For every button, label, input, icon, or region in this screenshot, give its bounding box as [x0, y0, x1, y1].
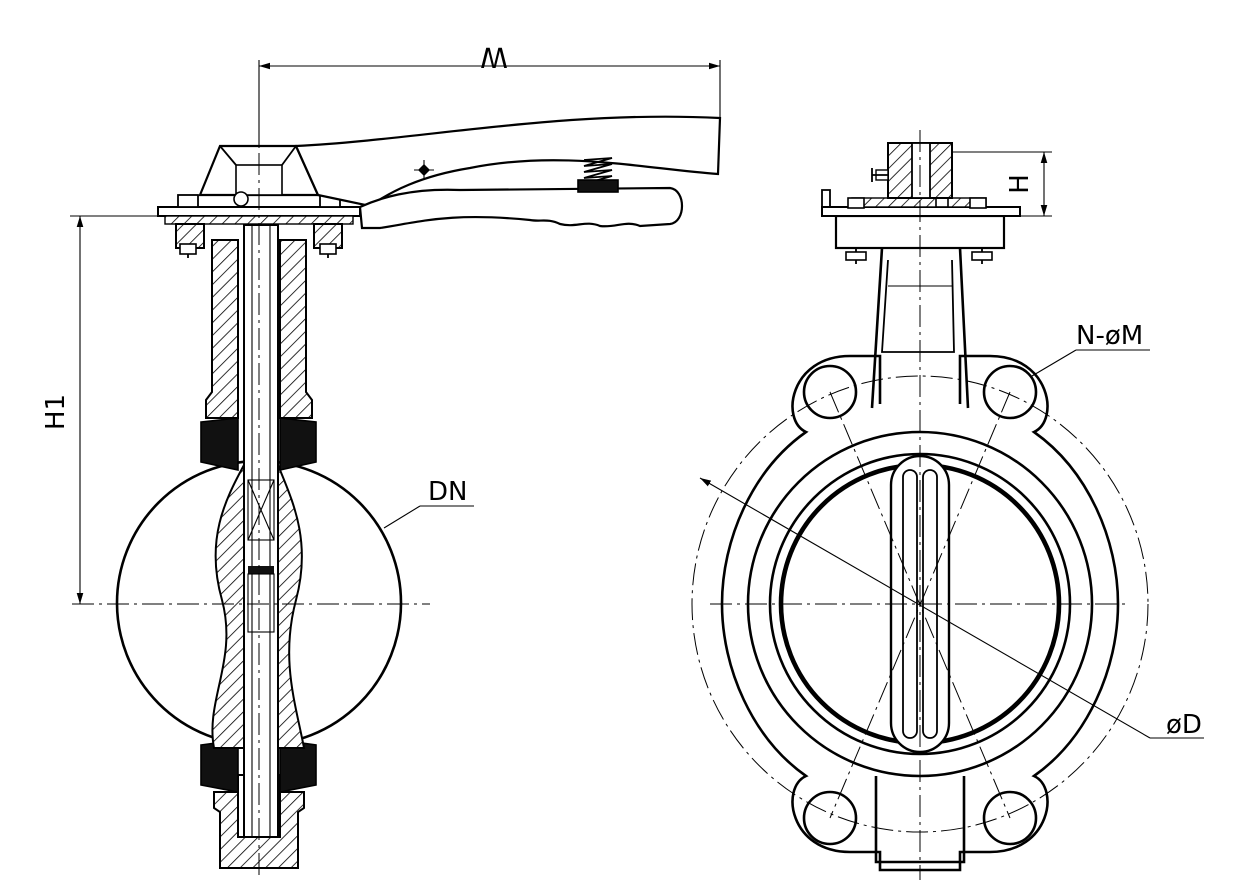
neck-left [205, 239, 239, 419]
bolt-hole-bottom-right [982, 790, 1038, 846]
front-neck [870, 247, 970, 409]
bolt-hole-top-right [982, 364, 1038, 420]
bolt-holes-label: N-øM [1076, 321, 1143, 351]
od-label: øD [1166, 710, 1202, 740]
h1-label: H1 [41, 394, 71, 430]
front-view: øD N-øM H [691, 130, 1204, 880]
stem [243, 224, 279, 838]
od-dimension-line [699, 477, 1151, 739]
bolt-hole-bottom-left [802, 790, 858, 846]
upper-seat-right [279, 417, 317, 471]
h-label: H [1005, 174, 1035, 194]
upper-seat-left [200, 417, 239, 471]
handle-grip [358, 186, 683, 230]
right-bolt [313, 194, 343, 258]
side-section-view: W H1 DN [41, 41, 722, 878]
neck-right [279, 239, 313, 419]
dn-label: DN [428, 477, 467, 507]
w-label: W [480, 41, 508, 74]
left-bolt [175, 194, 205, 258]
trigger-spring [577, 157, 619, 193]
handle-lever [294, 115, 722, 208]
bolt-hole-top-left [802, 364, 858, 420]
